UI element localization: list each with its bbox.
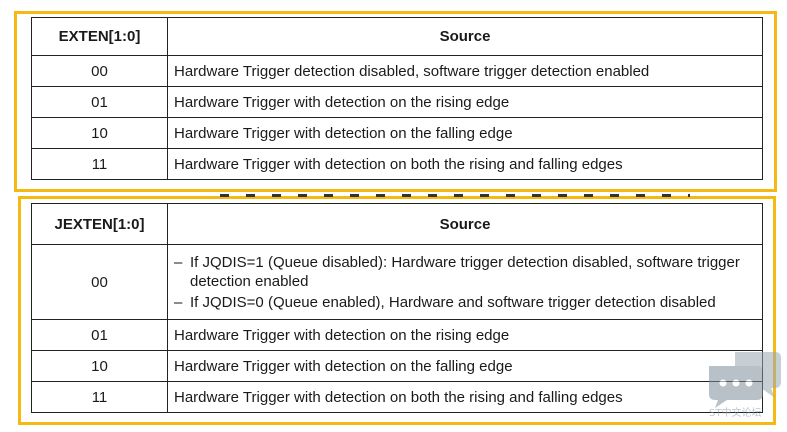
watermark: ST中文论坛 [705, 348, 783, 419]
table-header-row: EXTEN[1:0] Source [31, 17, 763, 56]
table-row: 11 Hardware Trigger with detection on bo… [31, 148, 763, 180]
highlight-frame-jexten [18, 196, 776, 425]
column-header-source: Source [167, 203, 763, 245]
table-row: 00 –If JQDIS=1 (Queue disabled): Hardwar… [31, 244, 763, 320]
jexten-code: 00 [31, 244, 168, 320]
cropped-caption-fragment [220, 194, 690, 197]
column-header-source: Source [167, 17, 763, 56]
table-row: 00 Hardware Trigger detection disabled, … [31, 55, 763, 87]
source-description: Hardware Trigger with detection on both … [167, 148, 763, 180]
dash-marker: – [174, 293, 183, 311]
table-row: 10 Hardware Trigger with detection on th… [31, 117, 763, 149]
bullet-text: If JQDIS=0 (Queue enabled), Hardware and… [190, 293, 716, 311]
jexten-code: 11 [31, 381, 168, 413]
table-row: 11 Hardware Trigger with detection on bo… [31, 381, 763, 413]
jexten-code: 01 [31, 319, 168, 351]
source-description: Hardware Trigger detection disabled, sof… [167, 55, 763, 87]
column-header-exten: EXTEN[1:0] [31, 17, 168, 56]
bullet-list: –If JQDIS=1 (Queue disabled): Hardware t… [174, 248, 762, 317]
jexten-code: 10 [31, 350, 168, 382]
source-description: Hardware Trigger with detection on both … [167, 381, 763, 413]
watermark-text: ST中文论坛 [709, 406, 761, 418]
bullet-text: If JQDIS=1 (Queue disabled): Hardware tr… [190, 253, 740, 290]
table-row: 10 Hardware Trigger with detection on th… [31, 350, 763, 382]
exten-code: 11 [31, 148, 168, 180]
chat-bubble-icon: ST中文论坛 [709, 352, 781, 419]
exten-code: 01 [31, 86, 168, 118]
dash-marker: – [174, 253, 183, 271]
source-description: Hardware Trigger with detection on the r… [167, 86, 763, 118]
exten-code: 10 [31, 117, 168, 149]
exten-table: EXTEN[1:0] Source 00 Hardware Trigger de… [31, 17, 763, 180]
column-header-jexten: JEXTEN[1:0] [31, 203, 168, 245]
bullet-item: –If JQDIS=1 (Queue disabled): Hardware t… [174, 253, 762, 291]
source-description: Hardware Trigger with detection on the f… [167, 117, 763, 149]
source-description: –If JQDIS=1 (Queue disabled): Hardware t… [167, 244, 763, 320]
jexten-table: JEXTEN[1:0] Source 00 –If JQDIS=1 (Queue… [31, 203, 763, 413]
table-header-row: JEXTEN[1:0] Source [31, 203, 763, 245]
table-row: 01 Hardware Trigger with detection on th… [31, 319, 763, 351]
highlight-frame-exten [14, 11, 777, 192]
exten-code: 00 [31, 55, 168, 87]
source-description: Hardware Trigger with detection on the f… [167, 350, 763, 382]
table-row: 01 Hardware Trigger with detection on th… [31, 86, 763, 118]
bullet-item: –If JQDIS=0 (Queue enabled), Hardware an… [174, 293, 762, 312]
source-description: Hardware Trigger with detection on the r… [167, 319, 763, 351]
